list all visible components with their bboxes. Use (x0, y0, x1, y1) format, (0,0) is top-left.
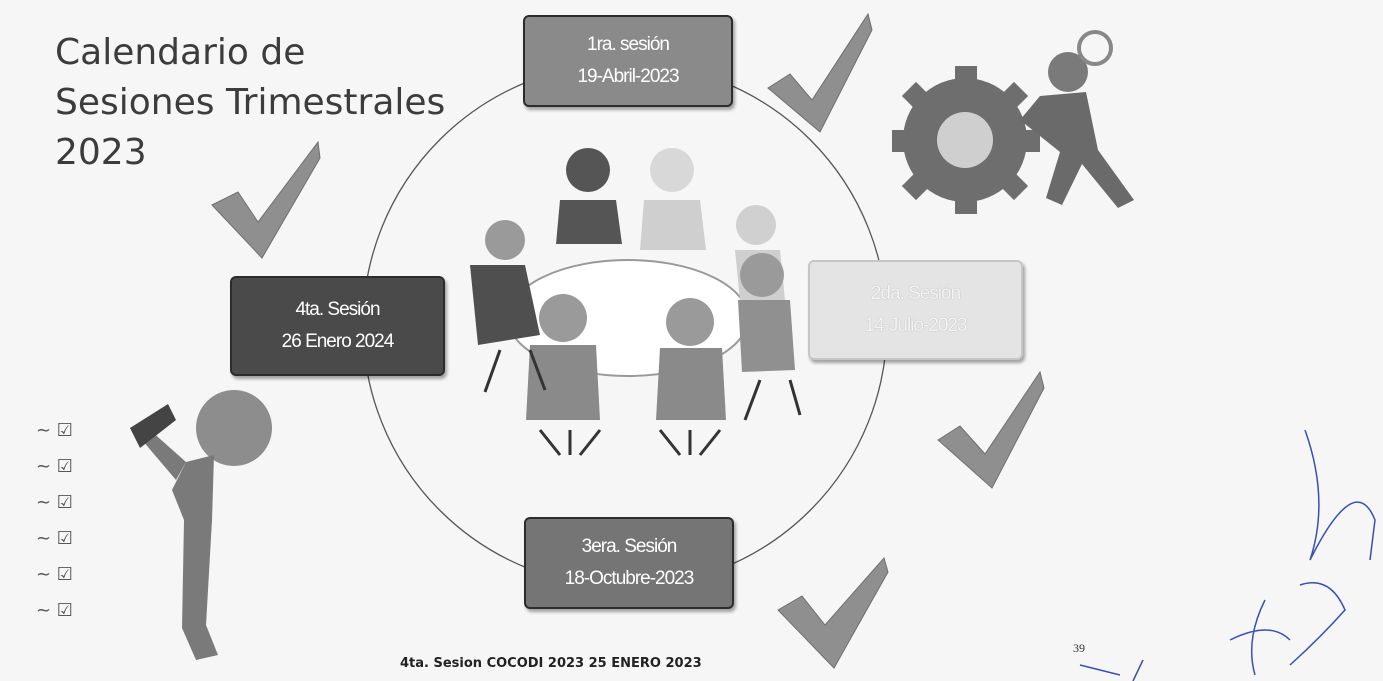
meeting-table-icon (470, 148, 802, 456)
gear-icon (892, 30, 1134, 214)
slide-title: Calendario de Sesiones Trimestrales 2023 (55, 28, 475, 178)
session-date: 26 Enero 2024 (281, 331, 395, 352)
session-box-3: 3era. Sesión 18-Octubre-2023 (524, 517, 734, 609)
session-name: 2da. Sesión (870, 283, 961, 304)
checkmark-icon (211, 140, 321, 259)
svg-text:~ ☑: ~ ☑ (36, 492, 73, 513)
title-line-3: 2023 (55, 132, 147, 173)
session-date: 14-Julio-2023 (864, 315, 967, 336)
svg-text:~ ☑: ~ ☑ (36, 528, 73, 549)
svg-text:~ ☑: ~ ☑ (36, 456, 73, 477)
session-name: 1ra. sesión (587, 34, 670, 55)
title-line-1: Calendario de (55, 32, 306, 73)
session-name: 3era. Sesión (581, 536, 678, 557)
session-box-2: 2da. Sesión 14-Julio-2023 (808, 260, 1023, 360)
session-date: 19-Abril-2023 (577, 66, 679, 87)
session-box-4: 4ta. Sesión 26 Enero 2024 (230, 276, 445, 376)
signature (1079, 429, 1376, 681)
session-box-1: 1ra. sesión 19-Abril-2023 (523, 15, 733, 107)
checkmark-icon (777, 556, 889, 669)
checkmark-icon (767, 12, 873, 133)
session-date: 18-Octubre-2023 (564, 568, 695, 589)
title-line-2: Sesiones Trimestrales (55, 82, 446, 123)
page-number: 39 (1073, 641, 1085, 655)
footer-caption: 4ta. Sesion COCODI 2023 25 ENERO 2023 (400, 656, 702, 671)
svg-text:~ ☑: ~ ☑ (36, 420, 73, 441)
checkmark-icon (937, 370, 1045, 489)
session-name: 4ta. Sesión (295, 299, 380, 320)
svg-text:~ ☑: ~ ☑ (36, 564, 73, 585)
svg-text:~ ☑: ~ ☑ (36, 600, 73, 621)
person-checklist-icon: ~ ☑ ~ ☑ ~ ☑ ~ ☑ ~ ☑ ~ ☑ (36, 390, 272, 660)
